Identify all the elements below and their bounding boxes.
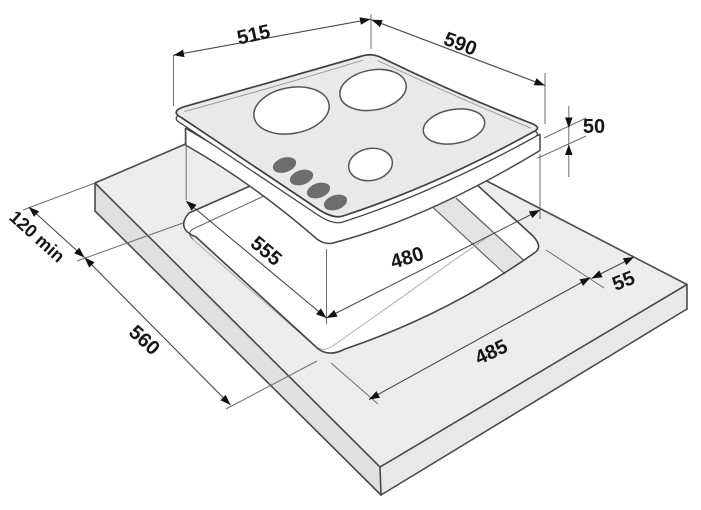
svg-text:515: 515 <box>235 21 272 50</box>
svg-text:120 min: 120 min <box>5 207 68 267</box>
svg-text:560: 560 <box>124 321 164 360</box>
svg-text:590: 590 <box>441 28 480 60</box>
svg-text:50: 50 <box>583 116 605 138</box>
